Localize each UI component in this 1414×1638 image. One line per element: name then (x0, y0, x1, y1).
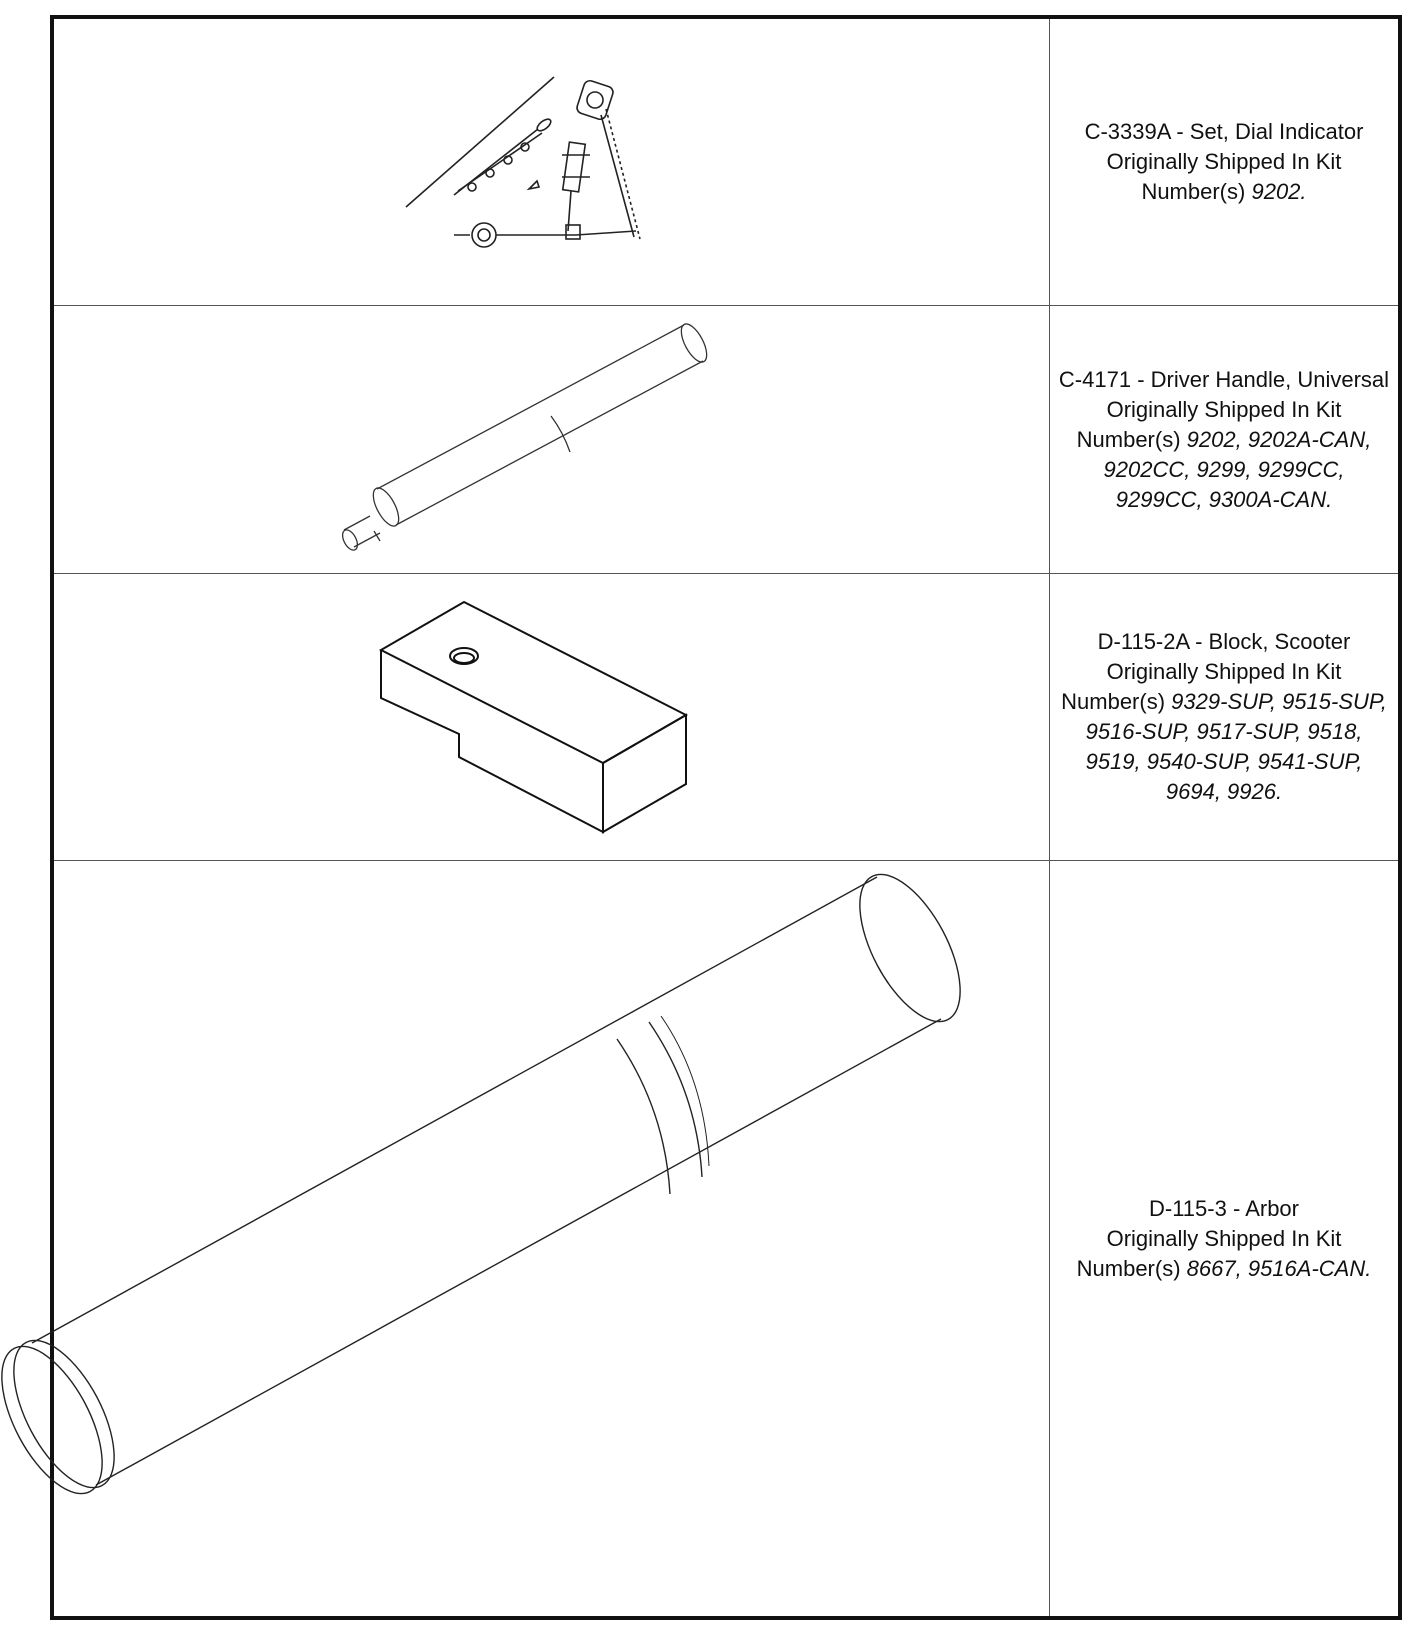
tool-table: C-3339A - Set, Dial Indicator Originally… (1, 15, 1402, 1620)
part-number: C-4171 (1058, 366, 1132, 392)
table-row: D-115-2A - Block, Scooter Originally Shi… (54, 574, 1398, 861)
numbers-label: Number(s) (1141, 179, 1246, 204)
numbers-label: Number(s) (1076, 1255, 1181, 1281)
table-row: C-4171 - Driver Handle, Universal Origin… (54, 306, 1398, 574)
numbers-label: Number(s) (1076, 426, 1181, 452)
tool-description-cell: D-115-2A - Block, Scooter Originally Shi… (1061, 629, 1387, 804)
kit-numbers: 9202, 9202A-CAN, 9202CC, 9299, 9299CC, 9… (1103, 426, 1372, 512)
numbers-label: Number(s) (1061, 689, 1166, 714)
scooter-block-icon (378, 600, 689, 834)
part-description: Set, Dial Indicator (1189, 119, 1364, 144)
arbor-icon (1, 873, 961, 1495)
table-row: C-3339A - Set, Dial Indicator Originally… (54, 19, 1398, 306)
tool-illustration-cell (54, 574, 1050, 860)
tool-illustration-cell (54, 306, 1050, 573)
kit-numbers: 9202. (1251, 179, 1307, 204)
part-description: Driver Handle, Universal (1150, 366, 1390, 392)
shipped-label: Originally Shipped In Kit (1106, 396, 1342, 422)
part-number: C-3339A (1084, 119, 1171, 144)
tool-illustration-cell (1, 861, 1050, 1616)
tool-description-cell: C-3339A - Set, Dial Indicator Originally… (1084, 119, 1364, 204)
shipped-label: Originally Shipped In Kit (1106, 149, 1342, 174)
shipped-label: Originally Shipped In Kit (1106, 659, 1342, 684)
tool-description-cell: D-115-3 - Arbor Originally Shipped In Ki… (1076, 1195, 1372, 1281)
part-description: Arbor (1245, 1195, 1299, 1221)
tool-description-cell: C-4171 - Driver Handle, Universal Origin… (1058, 366, 1390, 512)
tool-illustration-cell (54, 19, 1050, 305)
kit-numbers: 9329-SUP, 9515-SUP, 9516-SUP, 9517-SUP, … (1085, 689, 1387, 804)
driver-handle-icon (341, 323, 708, 551)
part-number: D-115-3 (1148, 1195, 1227, 1221)
part-number: D-115-2A (1097, 629, 1189, 654)
table-row: D-115-3 - Arbor Originally Shipped In Ki… (1, 861, 1398, 1616)
kit-numbers: 8667, 9516A-CAN. (1186, 1255, 1372, 1281)
part-description: Block, Scooter (1208, 629, 1351, 654)
shipped-label: Originally Shipped In Kit (1106, 1225, 1342, 1251)
dial-indicator-set-icon (405, 76, 641, 248)
